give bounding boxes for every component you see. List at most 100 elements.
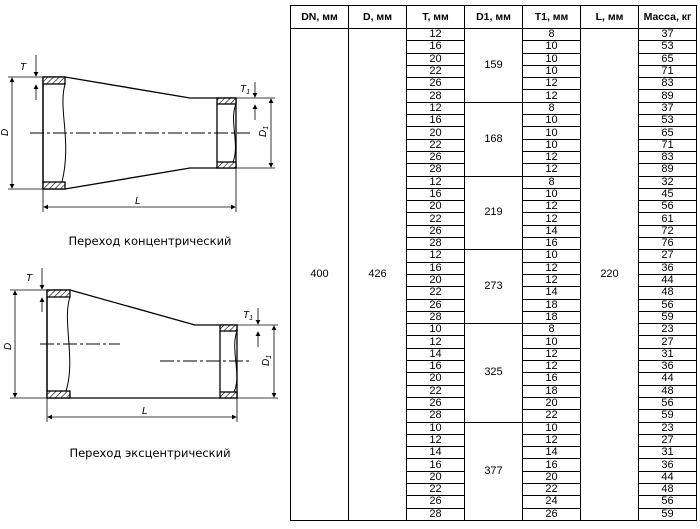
cell-mass: 37 xyxy=(638,27,697,42)
cell-t1: 10 xyxy=(522,335,581,349)
cell-t1: 22 xyxy=(522,482,581,497)
cell-t: 12 xyxy=(406,335,465,349)
cell-t: 14 xyxy=(406,347,465,362)
cell-t1: 18 xyxy=(522,384,581,398)
cell-t1: 10 xyxy=(522,138,581,152)
cell-mass: 61 xyxy=(638,212,697,226)
table-row: 16 10 45 xyxy=(291,187,697,202)
cell-t1: 10 xyxy=(522,114,581,128)
cell-t: 26 xyxy=(406,396,465,411)
table-row: 22 10 71 xyxy=(291,64,697,79)
caption-eccentric: Переход эксцентрический xyxy=(69,446,231,460)
cell-d1: 219 xyxy=(464,175,523,251)
cell-t: 22 xyxy=(406,212,465,226)
cell-mass: 56 xyxy=(638,396,697,411)
cell-t1: 16 xyxy=(522,372,581,386)
cell-t: 20 xyxy=(406,470,465,484)
cell-t1: 12 xyxy=(522,273,581,288)
cell-t: 20 xyxy=(406,52,465,66)
cell-t1: 26 xyxy=(522,507,581,521)
cell-mass: 59 xyxy=(638,409,697,423)
cell-t: 26 xyxy=(406,495,465,509)
cell-t1: 12 xyxy=(522,77,581,91)
cell-t1: 18 xyxy=(522,310,581,325)
concentric-reducer-drawing xyxy=(8,55,275,212)
dimensions-table: DN, мм D, мм T, мм D1, мм T1, мм L, мм М… xyxy=(290,5,697,521)
cell-mass: 83 xyxy=(638,150,697,165)
cell-mass: 32 xyxy=(638,175,697,189)
cell-t1: 8 xyxy=(522,323,581,337)
dim-t-label: T xyxy=(20,62,27,73)
cell-t1: 10 xyxy=(522,52,581,66)
cell-mass: 71 xyxy=(638,64,697,79)
cell-d: 426 xyxy=(348,28,407,521)
cell-t1: 10 xyxy=(522,249,581,263)
cell-d1: 377 xyxy=(464,421,523,521)
cell-mass: 65 xyxy=(638,126,697,140)
cell-mass: 27 xyxy=(638,249,697,263)
cell-mass: 76 xyxy=(638,237,697,251)
concentric-dimension-labels: T T1 D D1 L xyxy=(0,62,270,207)
cell-t: 16 xyxy=(406,458,465,472)
cell-t1: 10 xyxy=(522,64,581,79)
dim-t1-label: T1 xyxy=(243,310,253,322)
cell-t1: 12 xyxy=(522,150,581,165)
cell-mass: 72 xyxy=(638,224,697,239)
cell-t: 12 xyxy=(406,249,465,263)
cell-t1: 10 xyxy=(522,187,581,202)
cell-t: 16 xyxy=(406,360,465,374)
cell-mass: 23 xyxy=(638,421,697,435)
cell-t: 22 xyxy=(406,64,465,79)
cell-mass: 89 xyxy=(638,89,697,103)
cell-mass: 23 xyxy=(638,323,697,337)
cell-t: 12 xyxy=(406,27,465,42)
cell-t1: 16 xyxy=(522,237,581,251)
cell-t1: 12 xyxy=(522,163,581,177)
cell-t1: 8 xyxy=(522,175,581,189)
cell-mass: 31 xyxy=(638,446,697,460)
cell-t1: 12 xyxy=(522,200,581,214)
cell-t: 10 xyxy=(406,421,465,435)
cell-mass: 36 xyxy=(638,261,697,275)
cell-t: 22 xyxy=(406,286,465,300)
cell-t: 16 xyxy=(406,261,465,275)
cell-mass: 45 xyxy=(638,187,697,202)
cell-mass: 59 xyxy=(638,310,697,325)
cell-mass: 59 xyxy=(638,507,697,521)
cell-t: 12 xyxy=(406,175,465,189)
cell-mass: 56 xyxy=(638,298,697,312)
cell-t1: 8 xyxy=(522,101,581,116)
cell-t: 12 xyxy=(406,101,465,116)
cell-t1: 14 xyxy=(522,286,581,300)
cell-t: 16 xyxy=(406,187,465,202)
header-t: T, мм xyxy=(406,5,465,29)
cell-d1: 168 xyxy=(464,101,523,177)
cell-t: 28 xyxy=(406,89,465,103)
cell-mass: 31 xyxy=(638,347,697,362)
cell-t1: 12 xyxy=(522,360,581,374)
cell-t1: 14 xyxy=(522,224,581,239)
cell-mass: 83 xyxy=(638,77,697,91)
cell-mass: 48 xyxy=(638,482,697,497)
cell-t1: 10 xyxy=(522,126,581,140)
cell-mass: 27 xyxy=(638,433,697,448)
eccentric-reducer-drawing xyxy=(10,268,278,422)
cell-mass: 71 xyxy=(638,138,697,152)
header-mass: Масса, кг xyxy=(638,5,697,29)
cell-t1: 14 xyxy=(522,446,581,460)
cell-mass: 36 xyxy=(638,360,697,374)
table-row: 16 12 36 xyxy=(291,360,697,374)
cell-t: 16 xyxy=(406,114,465,128)
dim-d-label: D xyxy=(0,129,11,136)
cell-t: 26 xyxy=(406,298,465,312)
dim-l-label: L xyxy=(142,406,148,417)
